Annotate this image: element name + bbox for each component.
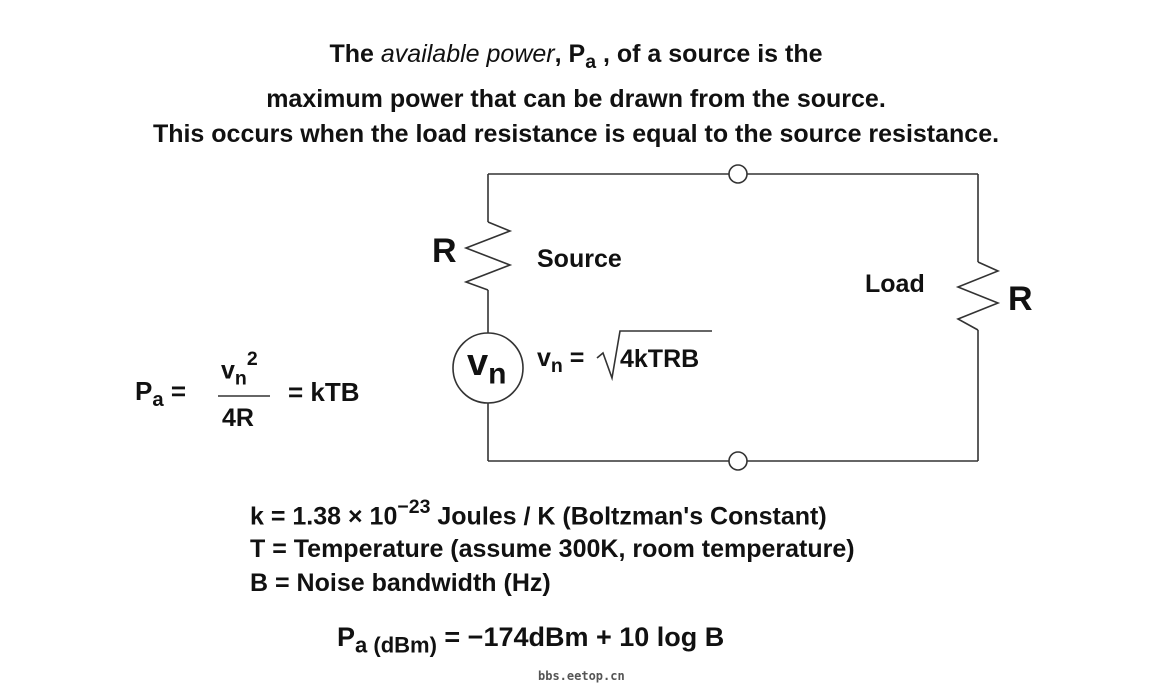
load-resistor	[955, 261, 1001, 331]
heading-line-3: This occurs when the load resistance is …	[152, 120, 1000, 148]
load-label: Load	[865, 270, 925, 298]
bottom-terminal	[728, 451, 748, 471]
definition-k: k = 1.38 × 10−23 Joules / K (Boltzman's …	[250, 496, 827, 531]
definition-b: B = Noise bandwidth (Hz)	[250, 569, 551, 597]
sqrt-radicand: 4kTRB	[620, 345, 700, 373]
pa-rhs: = kTB	[288, 377, 360, 407]
top-terminal	[728, 164, 748, 184]
available-power-term: available power	[380, 40, 555, 68]
source-resistor-label: R	[432, 232, 457, 270]
load-resistor-label: R	[1008, 280, 1033, 318]
voltage-source-label: vn	[467, 342, 507, 391]
pa-numerator: vn2	[221, 348, 258, 390]
heading-line-1: The available power, Pa , of a source is…	[329, 40, 823, 73]
pa-denominator: 4R	[222, 404, 254, 432]
pa-lhs: Pa =	[135, 376, 187, 412]
noise-voltage-equation: vn =	[537, 344, 585, 377]
heading-line-2: maximum power that can be drawn from the…	[266, 85, 886, 113]
definition-t: T = Temperature (assume 300K, room tempe…	[250, 535, 855, 563]
watermark: bbs.eetop.cn	[538, 669, 625, 683]
source-label: Source	[537, 245, 622, 273]
source-resistor	[463, 221, 513, 291]
sqrt-sign	[596, 330, 712, 382]
pa-dbm-formula: Pa (dBm) = −174dBm + 10 log B	[337, 622, 725, 658]
